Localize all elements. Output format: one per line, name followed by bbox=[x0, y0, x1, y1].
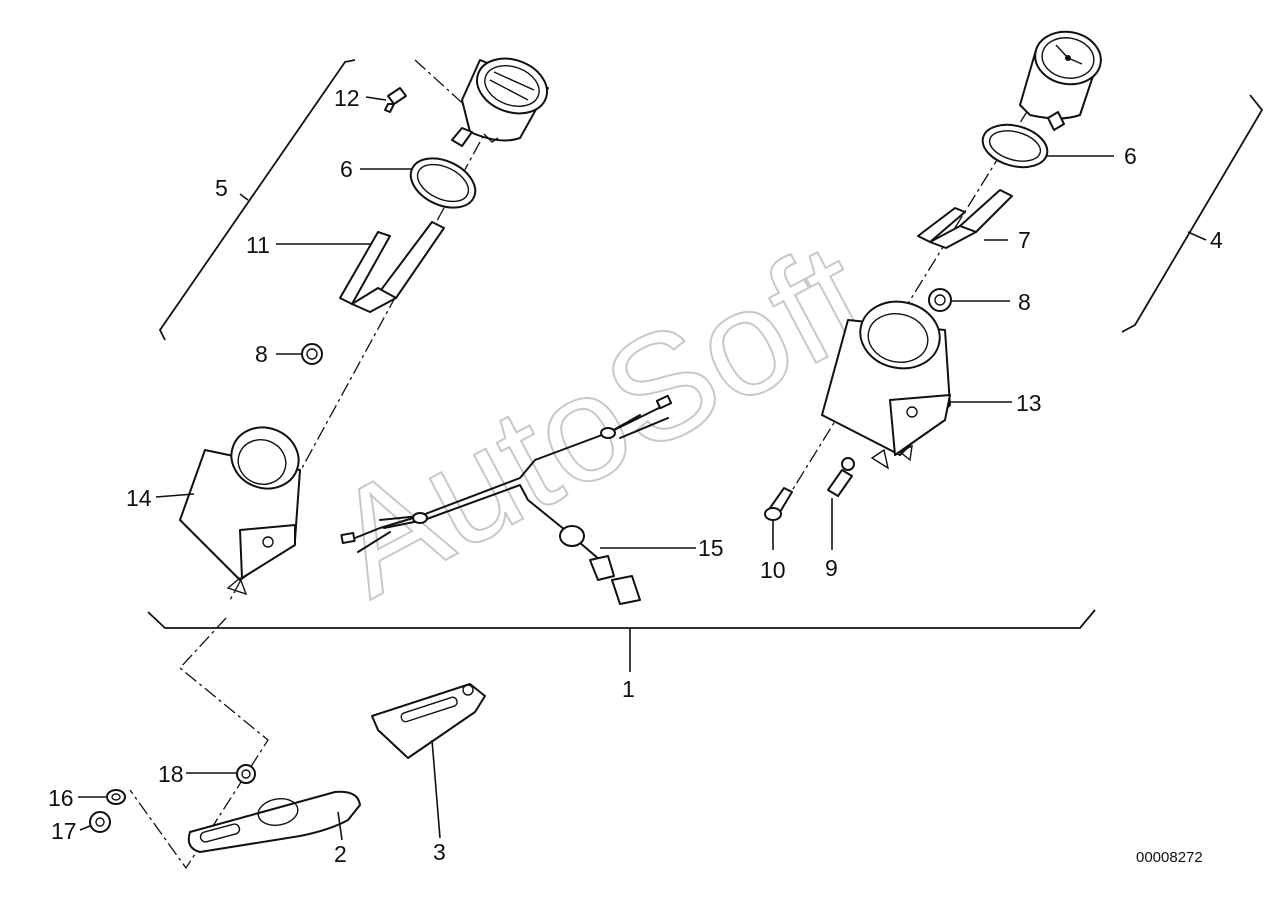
wiring-harness-15 bbox=[340, 394, 673, 605]
callout-5: 5 bbox=[215, 175, 228, 201]
housing-14 bbox=[179, 426, 301, 596]
nut-left bbox=[301, 343, 323, 365]
washer-18 bbox=[236, 764, 256, 784]
left-top-axis bbox=[414, 59, 471, 111]
nut-17 bbox=[89, 811, 111, 833]
callout-3: 3 bbox=[433, 839, 446, 865]
seal-ring-left bbox=[409, 157, 477, 209]
callout-8-left: 8 bbox=[255, 341, 268, 367]
bracket-3 bbox=[371, 683, 486, 759]
callout-6-left: 6 bbox=[340, 156, 353, 182]
callout-6-right: 6 bbox=[1124, 143, 1137, 169]
right-clock-gauge bbox=[1019, 30, 1102, 131]
callout-8-right: 8 bbox=[1018, 289, 1031, 315]
bulb-holder-9 bbox=[827, 457, 855, 497]
mounting-plate-2 bbox=[187, 790, 361, 853]
callout-2: 2 bbox=[334, 841, 347, 867]
callout-10: 10 bbox=[760, 557, 786, 583]
nut-right bbox=[928, 288, 952, 312]
callout-9: 9 bbox=[825, 555, 838, 581]
housing-13 bbox=[821, 300, 951, 470]
callout-1: 1 bbox=[622, 676, 635, 702]
bulb-12 bbox=[384, 87, 407, 113]
brace-5 bbox=[158, 59, 356, 341]
callout-17: 17 bbox=[51, 818, 77, 844]
callout-14: 14 bbox=[126, 485, 152, 511]
leader-lines bbox=[78, 96, 1207, 841]
callout-16: 16 bbox=[48, 785, 74, 811]
bracket-11 bbox=[339, 221, 445, 313]
bracket-7 bbox=[917, 189, 1013, 249]
callout-13: 13 bbox=[1016, 390, 1042, 416]
brace-1 bbox=[147, 609, 1096, 629]
callout-4: 4 bbox=[1210, 227, 1223, 253]
callout-11: 11 bbox=[246, 232, 270, 258]
callout-12: 12 bbox=[334, 85, 360, 111]
left-gauge bbox=[451, 57, 549, 147]
callout-18: 18 bbox=[158, 761, 184, 787]
lower-axis bbox=[129, 617, 269, 870]
callout-15: 15 bbox=[698, 535, 724, 561]
brace-4 bbox=[1121, 94, 1264, 333]
washer-16 bbox=[106, 789, 126, 805]
drawing-number: 00008272 bbox=[1136, 849, 1203, 866]
callout-7: 7 bbox=[1018, 227, 1031, 253]
seal-ring-right bbox=[981, 123, 1049, 169]
screw-10 bbox=[764, 487, 793, 521]
